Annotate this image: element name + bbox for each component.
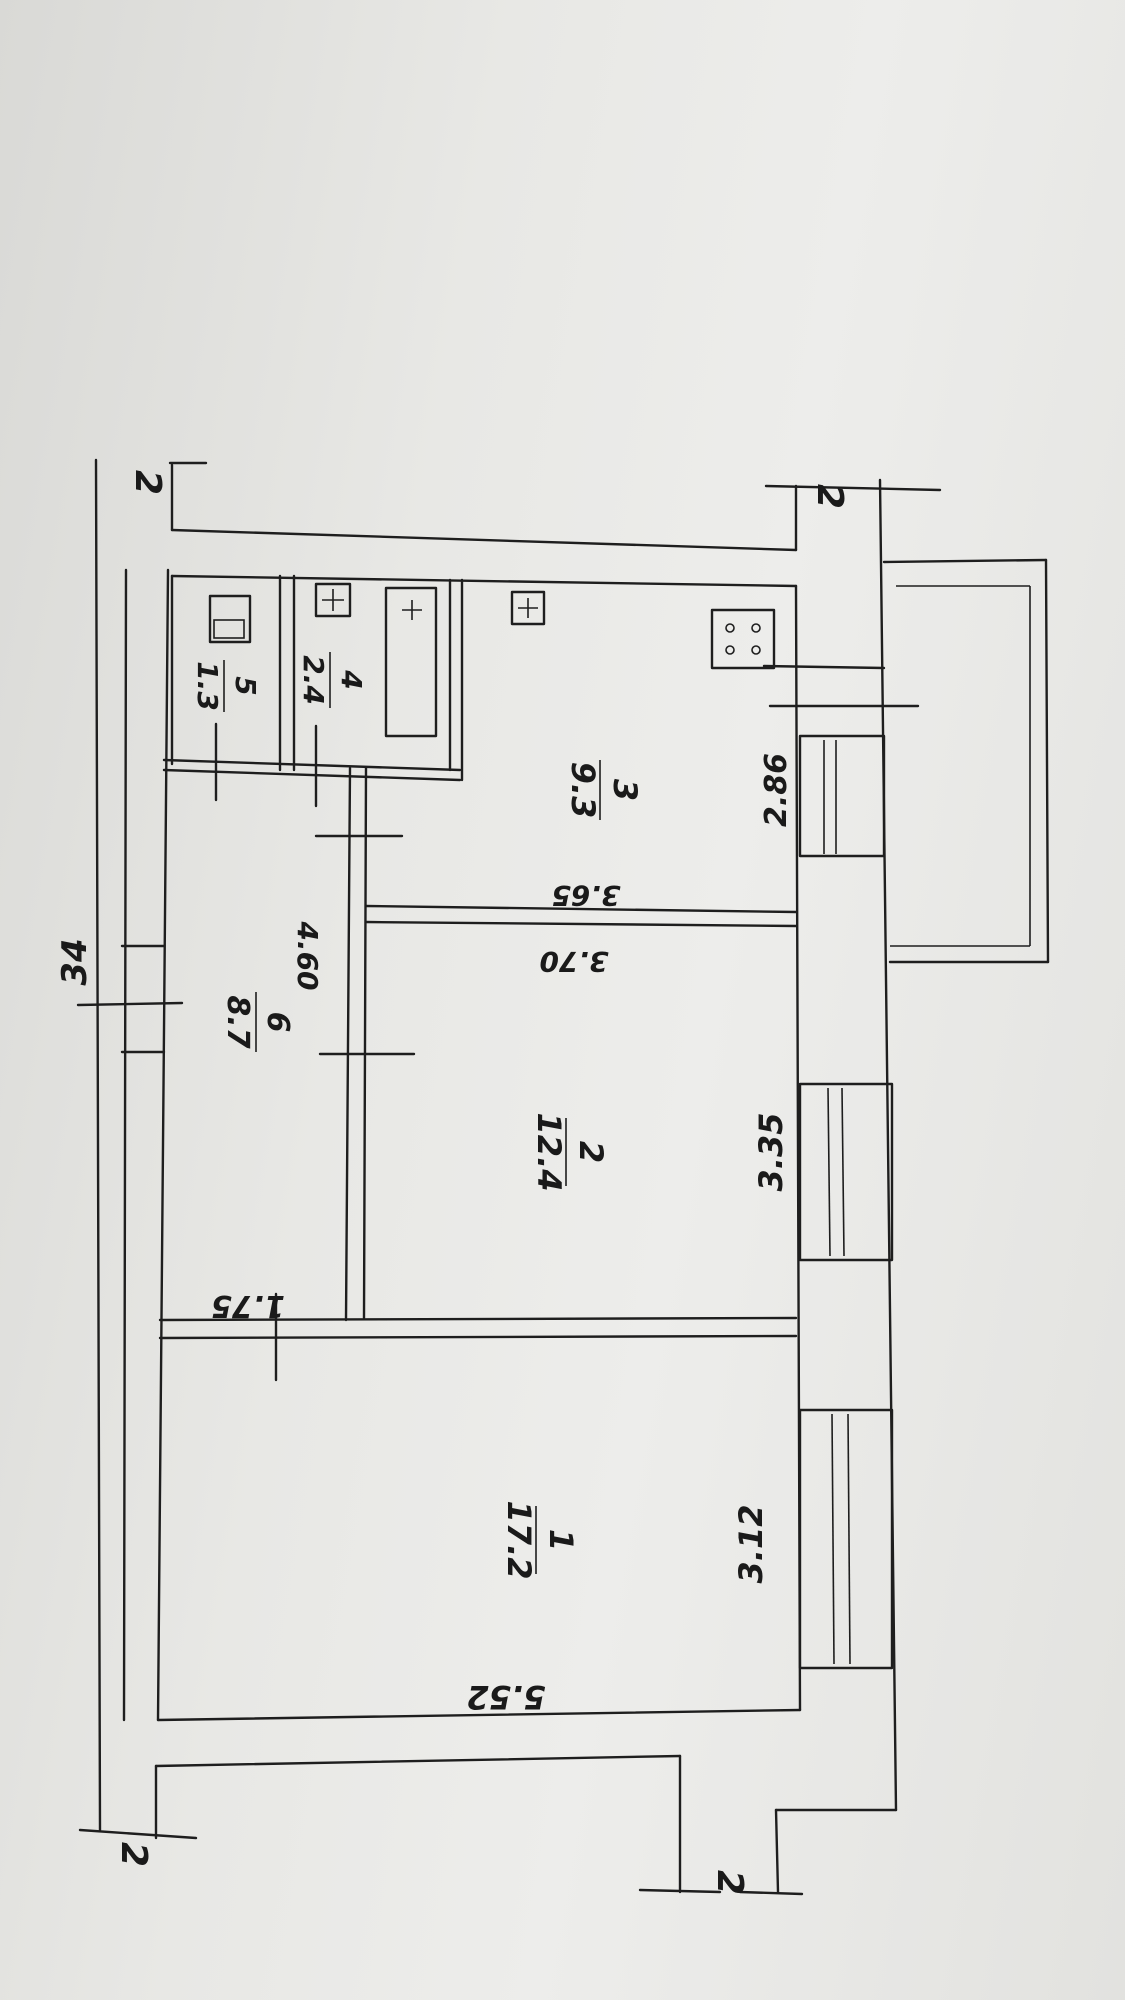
room-label-5: 5 1.3 xyxy=(191,660,262,712)
room-2-area: 12.4 xyxy=(530,1113,568,1192)
dim-corridor-length: 4.60 xyxy=(291,920,324,990)
room-4-number: 4 xyxy=(335,669,368,689)
room-label-6: 6 8.7 xyxy=(220,992,295,1052)
dim-room3-length: 3.65 xyxy=(551,879,620,912)
room-label-3: 3 9.3 xyxy=(564,760,644,820)
balcony xyxy=(882,558,1050,964)
dim-total-length: 34 xyxy=(55,938,95,985)
room-labels: 1 17.2 2 12.4 3 9.3 4 2.4 5 1.3 6 8.7 xyxy=(191,652,644,1579)
dim-corridor-width: 1.75 xyxy=(211,1288,285,1323)
room-1-area: 17.2 xyxy=(500,1501,538,1580)
axis-marks: 2 2 2 2 xyxy=(113,470,850,1895)
dim-room2-width: 3.35 xyxy=(752,1113,790,1192)
windows xyxy=(120,734,894,1670)
dim-room1-length: 5.52 xyxy=(467,1678,546,1716)
axis-mark-top-left: 2 xyxy=(127,470,168,495)
dim-room2-length: 3.70 xyxy=(539,945,608,978)
axis-mark-bottom-left: 2 xyxy=(113,1842,154,1867)
dim-room3-width: 2.86 xyxy=(759,753,794,827)
room-3-area: 9.3 xyxy=(564,762,602,819)
room-5-number: 5 xyxy=(229,676,262,695)
room-6-number: 6 xyxy=(260,1012,295,1033)
room-label-2: 2 12.4 xyxy=(530,1113,610,1192)
room-label-4: 4 2.4 xyxy=(297,652,368,708)
dim-room1-width: 3.12 xyxy=(732,1505,770,1584)
room-1-number: 1 xyxy=(542,1529,580,1551)
room-3-number: 3 xyxy=(606,779,644,801)
room-label-1: 1 17.2 xyxy=(500,1501,580,1580)
room-4-area: 2.4 xyxy=(297,655,330,705)
room-6-area: 8.7 xyxy=(220,995,255,1048)
axis-mark-top-right: 2 xyxy=(809,484,850,509)
room-2-number: 2 xyxy=(572,1141,610,1163)
axis-mark-bottom-right: 2 xyxy=(709,1870,750,1895)
dimension-labels: 34 5.52 3.12 3.70 3.35 3.65 2.86 4.60 1.… xyxy=(55,753,794,1716)
dimension-ticks xyxy=(76,664,920,1382)
interior-walls xyxy=(158,574,798,1340)
room-5-area: 1.3 xyxy=(191,661,224,711)
